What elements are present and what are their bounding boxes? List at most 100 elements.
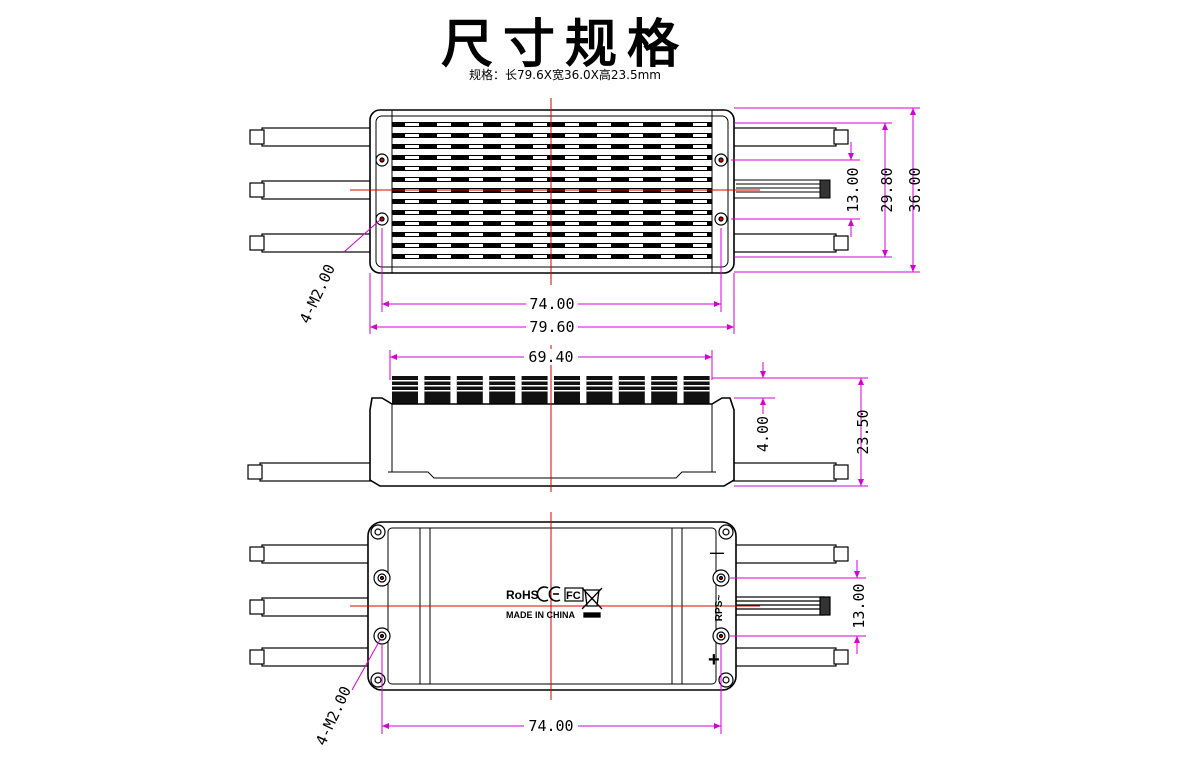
side-fin-stripe [683, 380, 710, 382]
fin-slot [533, 200, 547, 203]
bottom-dim-74: 74.00 [528, 717, 573, 735]
side-dim-69-4: 69.40 [528, 348, 573, 366]
plus-terminal-mark: + [708, 649, 720, 671]
fin-slot [629, 156, 643, 159]
side-fin-stripe [586, 380, 613, 382]
fin-row [392, 166, 712, 171]
fin-slot [469, 123, 483, 126]
side-body-outline [369, 397, 735, 487]
side-fin-stripe [392, 380, 418, 382]
fin-slot [597, 134, 611, 137]
top-dim-13: 13.00 [844, 167, 862, 212]
fin-slot [693, 156, 707, 159]
fin-slot [437, 211, 451, 214]
fin-slot [469, 222, 483, 225]
fin-slot [565, 200, 579, 203]
top-signal-wire [727, 179, 831, 199]
fin-slot [405, 211, 419, 214]
fin-slot [437, 134, 451, 137]
side-fin-stripe [651, 390, 678, 392]
fin-slot [501, 222, 515, 225]
fin-row [392, 133, 712, 138]
fin-row [392, 243, 712, 248]
fin-slot [501, 178, 515, 181]
fin-slot [565, 211, 579, 214]
bottom-view: RoHS CE FC MADE IN CHINA — RPS~ + [249, 512, 868, 748]
fin-slot [501, 255, 515, 258]
side-fin-stripe [392, 385, 418, 387]
fin-slot [629, 244, 643, 247]
fin-slot [597, 156, 611, 159]
fin-slot [693, 255, 707, 258]
fin-slot [629, 145, 643, 148]
fin-slot [693, 167, 707, 170]
fin-slot [693, 233, 707, 236]
side-fin-stripe [456, 385, 483, 387]
side-fin-stripe [618, 380, 645, 382]
side-fin-stripe [489, 385, 516, 387]
minus-terminal-mark: — [710, 544, 724, 560]
fin-slot [597, 167, 611, 170]
fin-slot [405, 134, 419, 137]
fin-slot [469, 233, 483, 236]
fin-row [392, 177, 712, 182]
fin-slot [661, 123, 675, 126]
bottom-corner-holes [370, 524, 734, 688]
side-fin-stripe [424, 385, 451, 387]
fin-slot [469, 244, 483, 247]
side-fin-stripe [554, 385, 580, 387]
fin-slot [661, 156, 675, 159]
fin-slot [533, 222, 547, 225]
fin-slot [629, 123, 643, 126]
fin-slot [597, 255, 611, 258]
fin-slot [661, 211, 675, 214]
fin-slot [405, 200, 419, 203]
fin-slot [565, 222, 579, 225]
fin-row [392, 254, 712, 259]
page-title: 尺寸规格 [440, 15, 689, 75]
fin-row [392, 232, 712, 237]
fin-slot [629, 211, 643, 214]
side-fins [392, 376, 710, 404]
side-fin-stripe [424, 380, 451, 382]
fin-slot [405, 167, 419, 170]
fin-slot [565, 178, 579, 181]
fin-slot [405, 145, 419, 148]
side-fin-stripe [651, 380, 678, 382]
fin-slot [405, 233, 419, 236]
fin-slot [533, 123, 547, 126]
fc-mark-box [564, 587, 584, 602]
fin-slot [629, 167, 643, 170]
top-dim-29-8: 29.80 [878, 167, 896, 212]
fin-slot [661, 233, 675, 236]
fin-slot [661, 255, 675, 258]
fin-slot [437, 145, 451, 148]
fin-slot [597, 211, 611, 214]
side-fin-stripe [618, 390, 645, 392]
fin-slot [565, 156, 579, 159]
fin-slot [565, 233, 579, 236]
fin-slot [469, 156, 483, 159]
side-fin-stripe [683, 390, 710, 392]
fin-slot [661, 200, 675, 203]
side-fin-stripe [456, 380, 483, 382]
fin-slot [533, 134, 547, 137]
side-fin-stripe [521, 385, 548, 387]
fin-slot [533, 167, 547, 170]
side-fin-stripe [489, 390, 516, 392]
fin-slot [629, 255, 643, 258]
fin-slot [533, 156, 547, 159]
side-fin-stripe [521, 380, 548, 382]
fin-slot [469, 255, 483, 258]
fin-slot [501, 233, 515, 236]
fin-slot [469, 145, 483, 148]
fin-slot [565, 255, 579, 258]
fin-slot [597, 222, 611, 225]
bottom-hole-callout: 4-M2.00 [312, 683, 355, 748]
side-fin-stripe [554, 390, 580, 392]
fin-slot [469, 200, 483, 203]
fin-slot [597, 233, 611, 236]
top-dim-74: 74.00 [529, 295, 574, 313]
fin-slot [437, 123, 451, 126]
fin-slot [661, 134, 675, 137]
